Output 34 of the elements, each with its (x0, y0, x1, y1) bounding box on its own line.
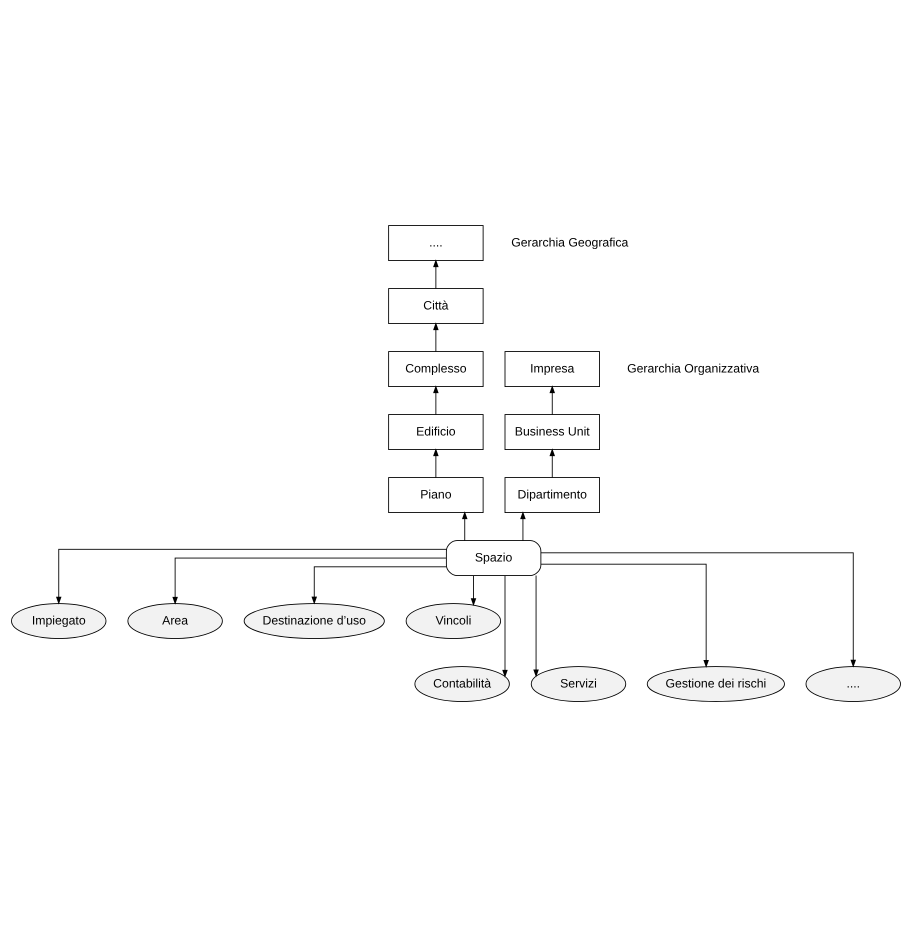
arrow (433, 259, 439, 289)
arrow (533, 575, 539, 678)
node-box: Business Unit (504, 414, 600, 450)
arrow (502, 575, 508, 678)
arrow (433, 448, 439, 478)
node-ellipse: .... (806, 666, 901, 702)
node-ellipse: Destinazione d’uso (244, 603, 385, 639)
label: Gerarchia Organizzativa (627, 361, 760, 376)
arrow (520, 511, 526, 541)
arrow (549, 385, 556, 415)
node-box: Edificio (388, 414, 484, 450)
arrow (311, 566, 447, 605)
arrow (172, 558, 447, 605)
node-ellipse: Gestione dei rischi (646, 666, 785, 702)
arrow (56, 548, 447, 605)
node-ellipse: Impiegato (11, 603, 106, 639)
arrow (470, 575, 476, 606)
node-box: Città (388, 288, 484, 324)
node-ellipse: Area (127, 603, 223, 639)
arrow (433, 385, 439, 415)
node-ellipse: Vincoli (406, 603, 502, 639)
arrow (540, 552, 856, 668)
node-box: Dipartimento (504, 477, 600, 513)
node-box: Complesso (388, 351, 484, 387)
arrow (540, 564, 709, 668)
arrow (549, 448, 556, 478)
node-box: .... (388, 225, 484, 261)
node-ellipse: Servizi (530, 666, 626, 702)
label: Gerarchia Geografica (511, 235, 628, 250)
node-box: Spazio (446, 540, 542, 576)
arrow (462, 511, 468, 541)
arrow (433, 322, 439, 352)
node-box: Impresa (504, 351, 600, 387)
node-box: Piano (388, 477, 484, 513)
